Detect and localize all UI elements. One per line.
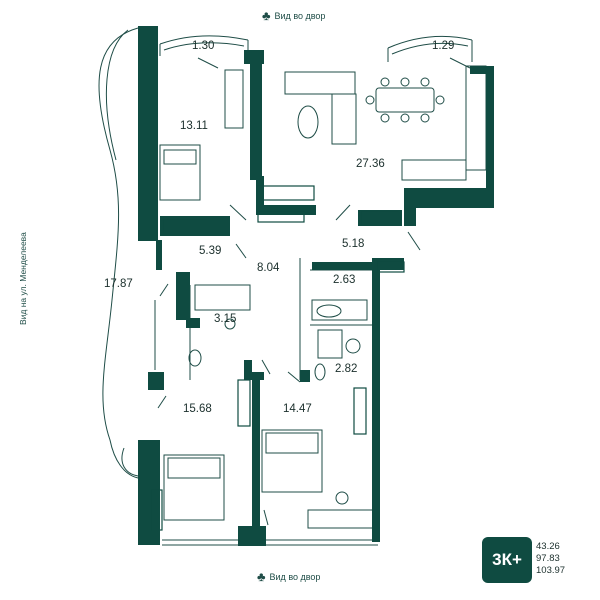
view-label-top: ♣ Вид во двор xyxy=(262,8,325,23)
stat-total-area: 97.83 xyxy=(536,553,560,564)
area-bedroom-right: 14.47 xyxy=(283,403,312,415)
area-corridor: 8.04 xyxy=(257,262,280,274)
area-bath-bottom: 2.82 xyxy=(335,363,358,375)
area-hall-small: 5.39 xyxy=(199,245,222,257)
view-label-bottom: ♣ Вид во двор xyxy=(257,569,320,584)
area-loggia: 17.87 xyxy=(104,278,133,290)
thin-outline xyxy=(98,27,487,546)
stat-area-with-balconies: 103.97 xyxy=(536,565,566,576)
area-balcony-left: 1.30 xyxy=(192,40,215,52)
radiators xyxy=(151,185,405,531)
area-bath-left: 3.15 xyxy=(214,313,237,325)
area-balcony-right: 1.29 xyxy=(432,40,455,52)
view-label-top-text: Вид во двор xyxy=(274,10,326,21)
view-label-side: Вид на ул. Менделеева xyxy=(18,232,28,325)
apartment-type-badge: 3К+ xyxy=(482,537,532,583)
area-living-kitchen: 27.36 xyxy=(356,158,385,170)
apartment-stats: 43.26 97.83 103.97 xyxy=(536,541,565,577)
area-hall-right: 5.18 xyxy=(342,238,365,250)
area-bedroom-top: 13.11 xyxy=(180,120,208,132)
tree-bench-icon: ♣ xyxy=(262,8,271,23)
area-bath-top: 2.63 xyxy=(333,274,356,286)
stat-living-area: 43.26 xyxy=(536,541,560,552)
view-label-bottom-text: Вид во двор xyxy=(269,571,321,582)
area-bedroom-left: 15.68 xyxy=(183,403,212,415)
tree-bench-icon: ♣ xyxy=(257,569,266,584)
thick-walls xyxy=(138,26,494,546)
